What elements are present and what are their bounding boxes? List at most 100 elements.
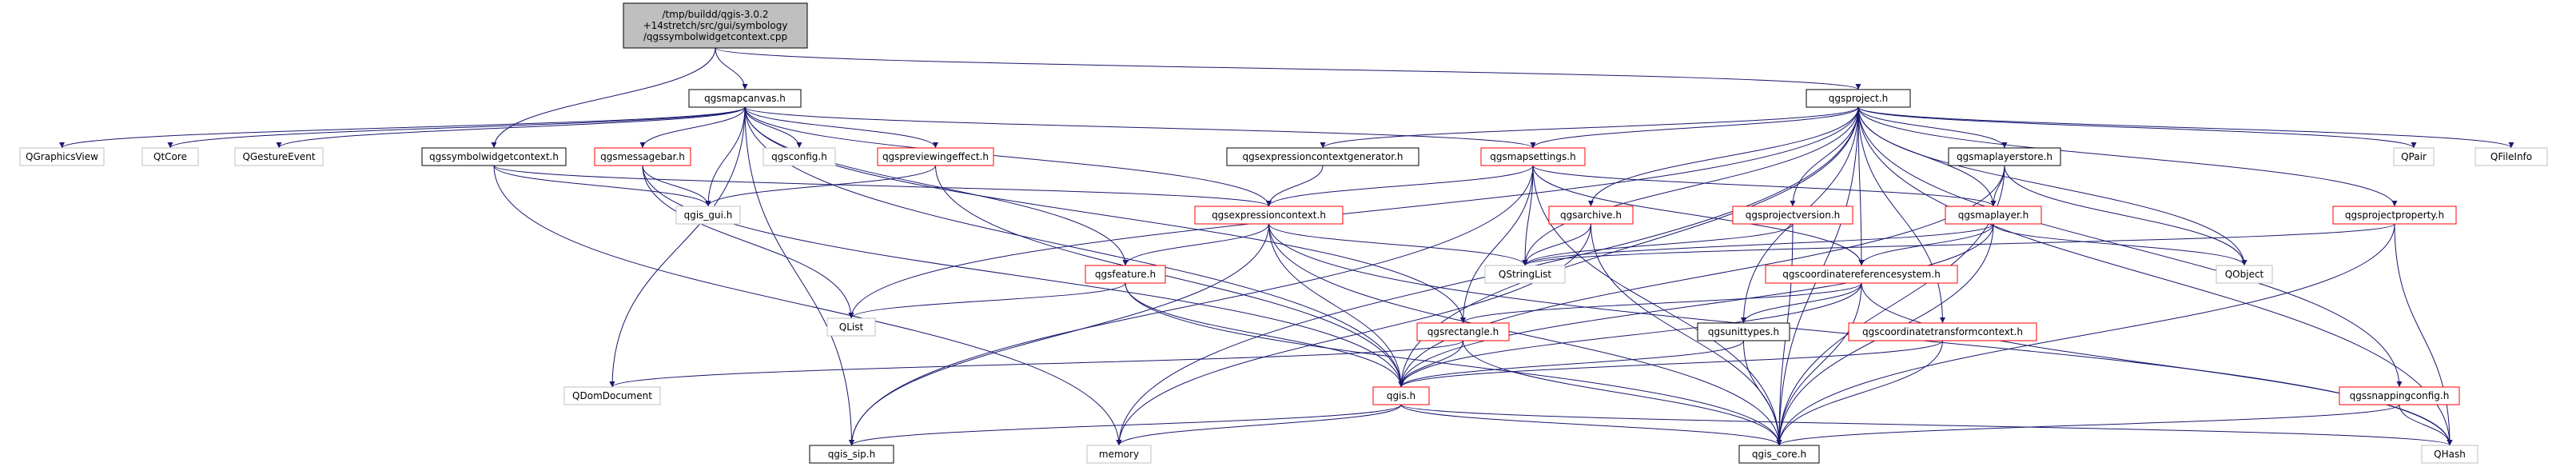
node-label: qgspreviewingeffect.h — [882, 151, 989, 162]
edge-root-to-qgssymbolwidgetcontext — [491, 47, 716, 149]
node-label: QStringList — [1499, 269, 1552, 280]
edge-qgscoordinatereferencesystem-to-qgsunittypes — [1741, 282, 1862, 324]
node-qgscoordinatetransformcontext[interactable]: qgscoordinatetransformcontext.h — [1848, 322, 2037, 341]
node-qgis_core[interactable]: qgis_core.h — [1738, 445, 1820, 464]
node-qgsmaplayer[interactable]: qgsmaplayer.h — [1945, 206, 2042, 225]
node-qgspreviewingeffect[interactable]: qgspreviewingeffect.h — [877, 147, 994, 166]
node-qgsmapsettings[interactable]: qgsmapsettings.h — [1480, 147, 1586, 166]
node-qgsproject[interactable]: qgsproject.h — [1806, 89, 1911, 108]
edge-qgsproject-to-qgsmaplayerstore — [1857, 106, 2008, 149]
edge-qgsmessagebar-to-qgis — [642, 165, 1404, 388]
edge-qgsmapcanvas-to-qgis_gui — [705, 106, 746, 207]
node-box — [1484, 265, 1566, 284]
edge-qgsprojectproperty-to-qgis_core — [1776, 223, 2395, 446]
edge-qgis-to-memory — [1116, 404, 1402, 446]
node-label: QGestureEvent — [242, 151, 315, 162]
edge-qgsproject-to-qgsexpressioncontextgenerator — [1320, 106, 1859, 149]
node-box — [877, 147, 994, 166]
edge-qgsexpressioncontext-to-qgis_sip — [849, 223, 1269, 446]
node-label: QObject — [2225, 269, 2264, 280]
edge-qgsmessagebar-to-qgis_gui — [642, 165, 711, 207]
edge-qgssymbolwidgetcontext-to-qgis_gui — [493, 165, 711, 207]
node-qgsfeature[interactable]: qgsfeature.h — [1085, 265, 1166, 284]
node-box — [1372, 386, 1430, 405]
node-label: qgsmapcanvas.h — [704, 93, 786, 104]
node-qgsexpressioncontextgenerator[interactable]: qgsexpressioncontextgenerator.h — [1226, 147, 1419, 166]
node-box — [594, 147, 691, 166]
node-box — [1765, 265, 1958, 284]
edge-qgssnappingconfig-to-QHash — [2399, 404, 2453, 446]
edge-qgsfeature-to-QList — [848, 282, 1126, 319]
edge-qgsexpressioncontext-to-qgis_core — [1268, 223, 1782, 446]
edge-qgsmapcanvas-to-qgis_sip — [744, 106, 854, 446]
node-box — [809, 445, 894, 464]
edge-qgis-to-qgis_sip — [849, 404, 1402, 446]
node-box — [563, 386, 661, 405]
node-box — [2421, 445, 2478, 464]
edge-qgscoordinatetransformcontext-to-qgis — [1398, 340, 1943, 388]
edge-qgsprojectproperty-to-QStringList — [1522, 223, 2395, 266]
node-box — [2474, 147, 2548, 166]
edge-qgsproject-to-qgsmapsettings — [1530, 106, 1859, 149]
node-label: qgsprojectversion.h — [1746, 210, 1841, 221]
edge-qgsarchive-to-memory — [1116, 223, 1591, 446]
node-memory: memory — [1086, 445, 1152, 464]
edge-qgsmapsettings-to-qgsrectangle — [1460, 165, 1534, 324]
node-root[interactable]: /tmp/buildd/qgis-3.0.2+14stretch/src/gui… — [623, 2, 808, 49]
edge-qgsrectangle-to-qgis_core — [1463, 340, 1782, 446]
edge-qgsproject-to-qgscoordinatetransformcontext — [1857, 106, 1945, 324]
node-box — [1226, 147, 1419, 166]
node-label: QGraphicsView — [26, 151, 98, 162]
node-label: qgsmaplayerstore.h — [1957, 151, 2052, 162]
node-label: qgsmessagebar.h — [600, 151, 685, 162]
edge-qgsproject-to-QStringList — [1522, 106, 1859, 266]
node-label: qgscoordinatereferencesystem.h — [1782, 269, 1941, 280]
node-label: qgsexpressioncontext.h — [1212, 210, 1326, 221]
edge-qgsmapcanvas-to-QGraphicsView — [59, 106, 746, 149]
node-box — [623, 2, 808, 49]
node-qgssymbolwidgetcontext[interactable]: qgssymbolwidgetcontext.h — [421, 147, 567, 166]
node-qgis_sip[interactable]: qgis_sip.h — [809, 445, 894, 464]
node-box — [1806, 89, 1911, 108]
edge-qgsproject-to-qgssnappingconfig — [1857, 106, 2403, 388]
node-label: QtCore — [153, 151, 187, 162]
node-qgssnappingconfig[interactable]: qgssnappingconfig.h — [2339, 386, 2460, 405]
node-label: /tmp/buildd/qgis-3.0.2 — [663, 9, 769, 20]
edge-qgsproject-to-qgsprojectversion — [1790, 106, 1859, 207]
edge-qgsproject-to-qgsarchive — [1588, 106, 1859, 207]
edge-qgsrectangle-to-QDomDocument — [609, 340, 1463, 388]
node-box — [1738, 445, 1820, 464]
node-label: qgsfeature.h — [1095, 269, 1156, 280]
node-box — [1945, 206, 2042, 225]
edge-qgsmapcanvas-to-QDomDocument — [609, 106, 746, 388]
node-label: QPair — [2401, 151, 2427, 162]
node-box — [141, 147, 199, 166]
node-qgsrectangle[interactable]: qgsrectangle.h — [1416, 322, 1510, 341]
node-label: qgsrectangle.h — [1427, 326, 1499, 337]
node-qgsmapcanvas[interactable]: qgsmapcanvas.h — [688, 89, 802, 108]
node-label: qgsexpressioncontextgenerator.h — [1242, 151, 1403, 162]
edge-qgsmapcanvas-to-qgspreviewingeffect — [744, 106, 938, 149]
edge-qgspreviewingeffect-to-qgis — [935, 165, 1404, 388]
edge-qgsproject-to-QHash — [1857, 106, 2453, 446]
edge-qgscoordinatereferencesystem-to-QHash — [1861, 282, 2453, 446]
node-box — [421, 147, 567, 166]
node-qgsarchive[interactable]: qgsarchive.h — [1548, 206, 1634, 225]
nodes-layer: /tmp/buildd/qgis-3.0.2+14stretch/src/gui… — [19, 2, 2548, 464]
node-qgsmessagebar[interactable]: qgsmessagebar.h — [594, 147, 691, 166]
node-qgsunittypes[interactable]: qgsunittypes.h — [1697, 322, 1790, 341]
edge-root-to-qgsmapcanvas — [715, 47, 748, 90]
node-qgscoordinatereferencesystem[interactable]: qgscoordinatereferencesystem.h — [1765, 265, 1958, 284]
edge-qgsmapcanvas-to-qgsmapsettings — [744, 106, 1536, 149]
node-QObject: QObject — [2216, 265, 2273, 284]
node-qgsmaplayerstore[interactable]: qgsmaplayerstore.h — [1948, 147, 2061, 166]
node-qgsprojectversion[interactable]: qgsprojectversion.h — [1732, 206, 1853, 225]
node-box — [234, 147, 324, 166]
node-label: qgsprojectproperty.h — [2345, 210, 2444, 221]
node-qgsprojectproperty[interactable]: qgsprojectproperty.h — [2332, 206, 2457, 225]
node-label: +14stretch/src/gui/symbology — [643, 20, 788, 31]
node-qgsexpressioncontext[interactable]: qgsexpressioncontext.h — [1194, 206, 1344, 225]
node-qgis[interactable]: qgis.h — [1372, 386, 1430, 405]
node-box — [1732, 206, 1853, 225]
